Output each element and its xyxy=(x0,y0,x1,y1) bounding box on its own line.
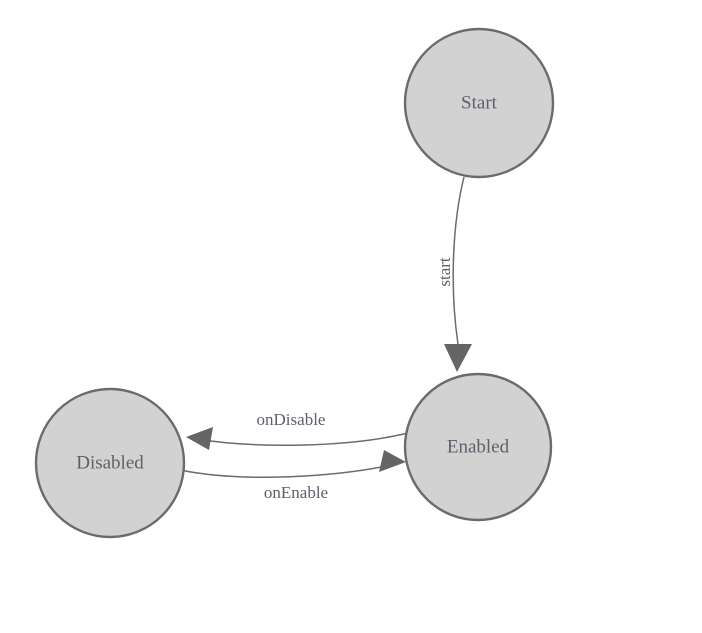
state-node-start[interactable]: Start xyxy=(403,27,555,179)
node-group: Start Disabled Enabled xyxy=(34,27,555,539)
edge-enabled-to-disabled-path xyxy=(195,432,409,446)
edge-start-to-enabled-arrowhead xyxy=(444,344,472,372)
state-node-start-label: Start xyxy=(461,92,498,113)
edge-label-start: start xyxy=(435,257,454,287)
edge-enabled-to-disabled[interactable]: onDisable xyxy=(186,410,409,450)
edge-disabled-to-enabled[interactable]: onEnable xyxy=(179,450,406,502)
state-node-start-circle xyxy=(403,27,555,179)
edge-enabled-to-disabled-arrowhead xyxy=(186,427,213,450)
state-node-disabled-label: Disabled xyxy=(76,452,144,473)
state-node-enabled[interactable]: Enabled xyxy=(403,372,553,522)
edge-group: start onDisable onEnable xyxy=(179,176,472,502)
edge-disabled-to-enabled-arrowhead xyxy=(379,450,406,472)
edge-disabled-to-enabled-path xyxy=(179,463,397,478)
edge-label-on-enable: onEnable xyxy=(264,483,328,502)
state-node-disabled[interactable]: Disabled xyxy=(34,387,186,539)
edge-label-on-disable: onDisable xyxy=(257,410,326,429)
state-node-disabled-circle xyxy=(34,387,186,539)
edge-start-to-enabled-path xyxy=(452,176,465,345)
state-node-enabled-circle xyxy=(403,372,553,522)
state-node-enabled-label: Enabled xyxy=(447,436,510,457)
edge-start-to-enabled[interactable]: start xyxy=(435,176,472,372)
